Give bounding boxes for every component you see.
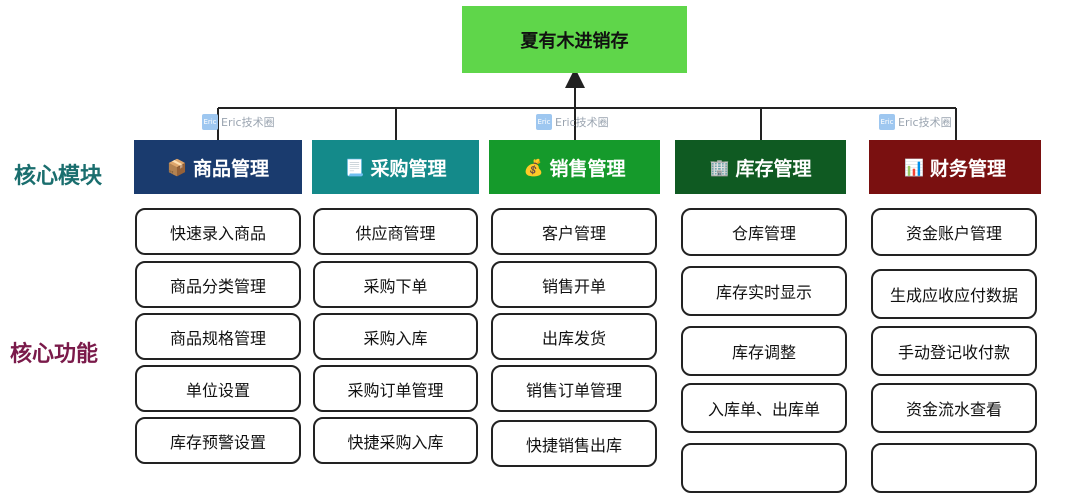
- watermark-text: Eric技术圈: [221, 116, 275, 129]
- watermark: Eric Eric技术圈: [202, 114, 275, 130]
- module-label: 财务管理: [929, 157, 1006, 180]
- building-icon: 🏢: [709, 157, 730, 177]
- module-label: 销售管理: [549, 157, 626, 180]
- feature-item: 快捷销售出库: [491, 420, 657, 467]
- feature-item: 采购下单: [313, 261, 478, 308]
- feature-item: 单位设置: [135, 365, 301, 412]
- feature-item: 资金账户管理: [871, 208, 1037, 256]
- connector-lines: [217, 68, 957, 140]
- feature-item: 库存预警设置: [135, 417, 301, 464]
- feature-item: 采购订单管理: [313, 365, 478, 412]
- feature-item: 出库发货: [491, 313, 657, 360]
- watermark: Eric Eric技术圈: [879, 114, 952, 130]
- feature-item: 生成应收应付数据: [871, 269, 1037, 319]
- bar-chart-icon: 📊: [904, 157, 924, 177]
- module-finance: 📊 财务管理: [869, 140, 1041, 194]
- feature-item: 销售订单管理: [491, 365, 657, 412]
- module-product: 📦 商品管理: [134, 140, 302, 194]
- feature-item: 销售开单: [491, 261, 657, 308]
- feature-item: 手动登记收付款: [871, 326, 1037, 376]
- watermark: Eric Eric技术圈: [536, 114, 609, 130]
- module-sales: 💰 销售管理: [489, 140, 660, 194]
- feature-item: [681, 443, 847, 493]
- feature-item: 商品分类管理: [135, 261, 301, 308]
- module-inventory: 🏢 库存管理: [675, 140, 846, 194]
- feature-item: 入库单、出库单: [681, 383, 847, 433]
- feature-item: [871, 443, 1037, 493]
- feature-item: 供应商管理: [313, 208, 478, 255]
- package-icon: 📦: [167, 157, 187, 177]
- feature-item: 库存实时显示: [681, 266, 847, 316]
- feature-item: 库存调整: [681, 326, 847, 376]
- watermark-text: Eric技术圈: [898, 116, 952, 129]
- watermark-text: Eric技术圈: [555, 116, 609, 129]
- feature-item: 客户管理: [491, 208, 657, 255]
- feature-item: 采购入库: [313, 313, 478, 360]
- feature-item: 商品规格管理: [135, 313, 301, 360]
- root-node: 夏有木进销存: [462, 6, 687, 73]
- watermark-logo-icon: Eric: [202, 114, 218, 130]
- row-label-modules: 核心模块: [14, 164, 103, 189]
- feature-item: 仓库管理: [681, 208, 847, 256]
- watermark-logo-icon: Eric: [879, 114, 895, 130]
- module-label: 库存管理: [735, 157, 812, 180]
- module-label: 商品管理: [192, 157, 269, 180]
- row-label-features: 核心功能: [10, 342, 99, 367]
- money-bag-icon: 💰: [523, 157, 544, 177]
- watermark-logo-icon: Eric: [536, 114, 552, 130]
- feature-item: 资金流水查看: [871, 383, 1037, 433]
- document-icon: 📃: [344, 157, 365, 177]
- feature-item: 快速录入商品: [135, 208, 301, 255]
- module-label: 采购管理: [370, 157, 447, 180]
- feature-item: 快捷采购入库: [313, 417, 478, 464]
- module-purchase: 📃 采购管理: [312, 140, 479, 194]
